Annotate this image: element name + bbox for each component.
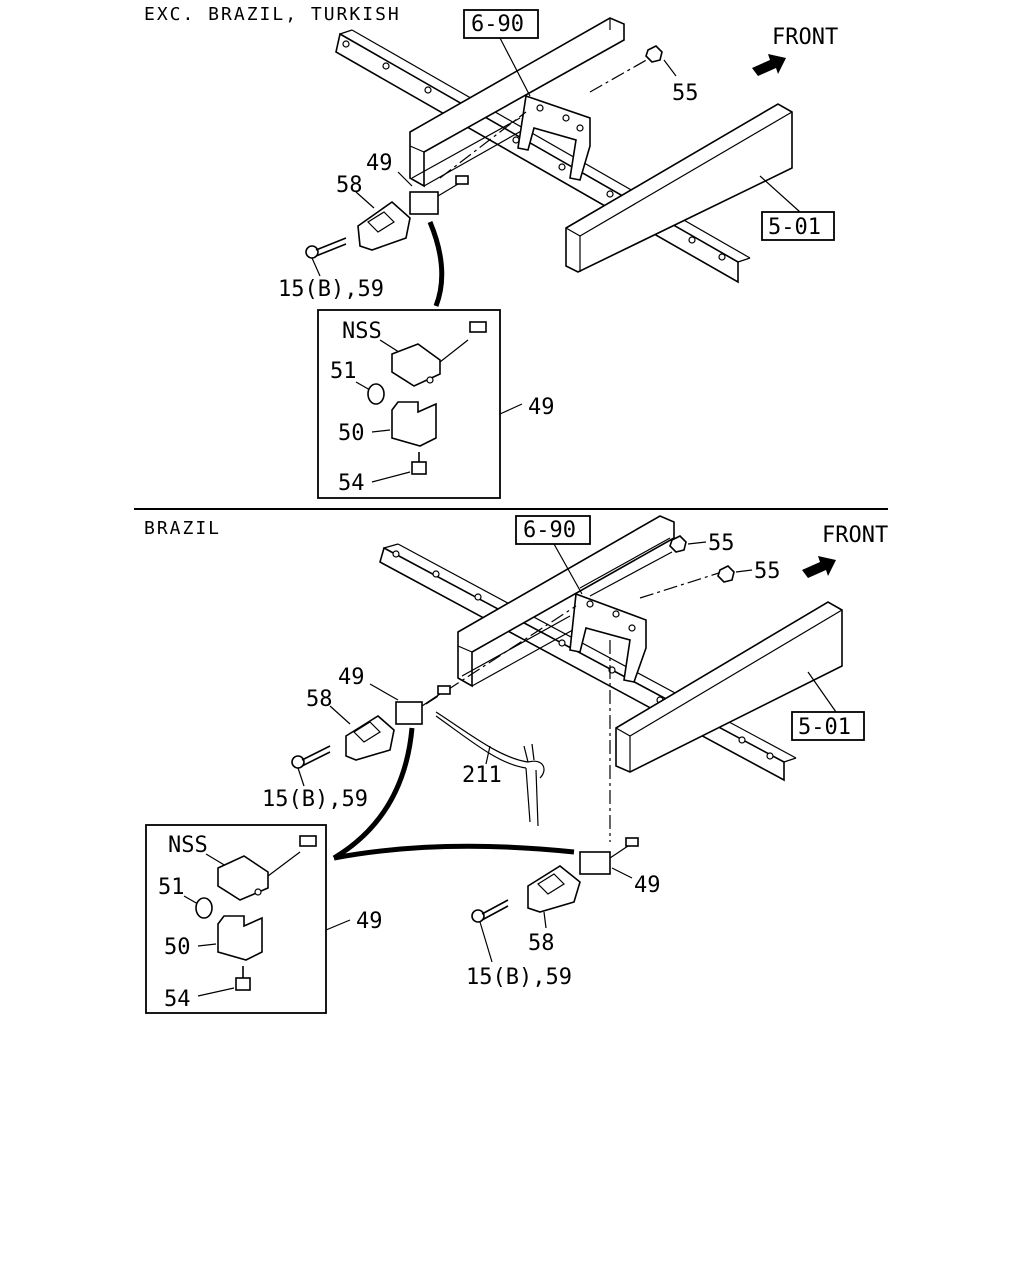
cover-icon [345,715,395,761]
inset-screw: 54 [338,471,365,496]
screw-icon [235,966,251,991]
nut-icon [645,45,663,63]
cap-icon [195,897,213,919]
ref-bracket: 6-90 [523,518,576,543]
callout-nut-a: 55 [708,531,735,556]
section-exc-brazil-turkish: EXC. BRAZIL, TURKISH [144,4,838,499]
bracket [517,94,591,181]
callout-bolt-right: 15(B),59 [466,965,572,990]
ref-frame: 5-01 [798,715,851,740]
section-header: BRAZIL [144,518,221,539]
cover-icon [527,865,581,913]
callout-sensor: 49 [338,665,365,690]
inset-assembly: 49 [528,395,555,420]
callout-nut: 55 [672,81,699,106]
inset-clip: 50 [164,935,191,960]
frame-cross-member [615,601,843,773]
callout-nut-b: 55 [754,559,781,584]
inset-screw: 54 [164,987,191,1012]
inset-detail: NSS 51 50 54 [145,824,327,1014]
nut-icon [669,535,687,553]
cover-icon [357,200,411,251]
bracket [569,592,647,683]
callout-cover-right: 58 [528,931,555,956]
inset-nss: NSS [168,833,208,858]
inset-cap: 51 [158,875,185,900]
inset-clip: 50 [338,421,365,446]
front-arrow-icon [802,556,836,578]
ref-bracket: 6-90 [471,12,524,37]
sensor-icon [409,175,469,215]
harness-icon [435,711,545,827]
clip-icon [217,915,263,961]
section-brazil: BRAZIL [144,515,888,1014]
inset-detail: NSS 51 50 54 [317,309,501,499]
callout-bolt: 15(B),59 [262,787,368,812]
inset-cap: 51 [330,359,357,384]
sensor-body-icon [391,321,487,387]
clip-icon [391,401,437,447]
bolt-icon [471,899,509,923]
bolt-icon [291,745,331,769]
sensor-body-icon [217,835,317,901]
sensor-icon [395,685,451,725]
callout-bolt: 15(B),59 [278,277,384,302]
callout-sensor: 49 [366,151,393,176]
callout-cover: 58 [306,687,333,712]
frame-cross-member [565,103,793,273]
front-arrow-icon [752,54,786,76]
c-channel [457,515,675,688]
cap-icon [367,383,385,405]
callout-cover: 58 [336,173,363,198]
inset-nss: NSS [342,319,382,344]
nut-icon [717,565,735,583]
inset-assembly: 49 [356,909,383,934]
callout-sensor-right: 49 [634,873,661,898]
bolt-icon [305,237,347,259]
section-header: EXC. BRAZIL, TURKISH [144,4,401,25]
callout-harness: 211 [462,763,502,788]
screw-icon [411,452,427,475]
front-label: FRONT [822,523,888,548]
front-label: FRONT [772,25,838,50]
sensor-icon [579,837,639,875]
ref-frame: 5-01 [768,215,821,240]
